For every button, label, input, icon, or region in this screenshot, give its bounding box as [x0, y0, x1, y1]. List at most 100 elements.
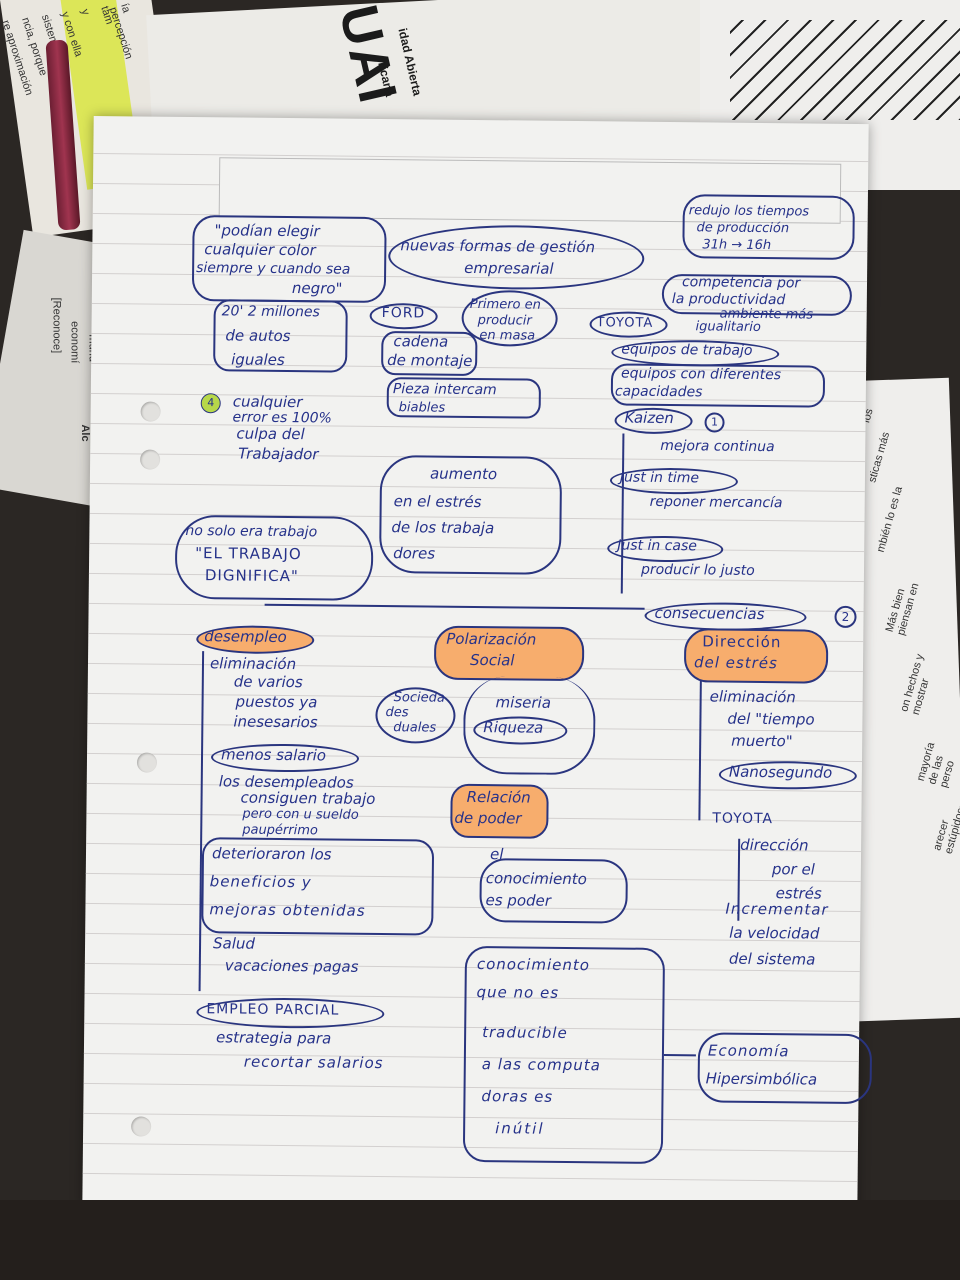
note-text: dores: [393, 544, 436, 563]
note-text: es poder: [485, 891, 552, 910]
note-text: recortar salarios: [243, 1052, 384, 1073]
note-text: capacidades: [614, 383, 703, 401]
note-text: de producción: [696, 220, 790, 237]
note-text: redujo los tiempos: [688, 203, 810, 220]
note-text: Relación: [466, 787, 531, 807]
note-text: por el: [771, 860, 816, 879]
uai-logo: UAI: [327, 0, 409, 110]
spiral-binding: [730, 20, 960, 120]
note-text: de varios: [233, 672, 303, 692]
note-text: el: [489, 845, 504, 864]
note-text: de los trabaja: [391, 518, 495, 538]
note-text: 20' 2 millones: [221, 303, 320, 321]
note-text: Incrementar: [725, 899, 829, 919]
connector: [698, 680, 702, 821]
marker-4: 4: [200, 393, 221, 414]
note-text: inesesarios: [233, 712, 318, 732]
note-text: desempleo: [204, 627, 287, 647]
note-text: cualquier: [232, 392, 303, 412]
note-text: Pieza intercam: [392, 381, 497, 399]
connector: [198, 651, 205, 992]
note-text: vacaciones pagas: [224, 956, 359, 976]
note-text: Just in time: [619, 469, 700, 487]
note-text: traducible: [482, 1023, 568, 1042]
note-text: empresarial: [464, 258, 554, 278]
note-text: siempre y cuando sea: [196, 260, 351, 278]
connector: [264, 603, 645, 610]
binder-hole: [140, 401, 161, 422]
connector: [663, 1053, 696, 1057]
background-text: Más bien piensan en: [883, 581, 922, 637]
notebook-sheet: "podían elegir cualquier color siempre y…: [82, 115, 873, 1215]
background-text: Alc: [78, 424, 91, 442]
note-text: Economía: [707, 1041, 790, 1061]
note-text: la velocidad: [729, 923, 820, 943]
note-text: competencia por: [681, 274, 801, 292]
note-text: "podían elegir: [214, 221, 320, 241]
note-text: no solo era trabajo: [185, 522, 318, 541]
note-text: equipos con diferentes: [620, 365, 782, 384]
note-text: Dirección: [702, 632, 782, 652]
background-text: sticas más: [866, 430, 893, 485]
connector: [620, 433, 625, 594]
note-text: dirección: [740, 835, 809, 855]
note-text: culpa del: [236, 424, 305, 444]
binder-hole: [136, 752, 158, 773]
note-text: deterioraron los: [211, 844, 332, 864]
note-text: DIGNIFICA": [204, 566, 299, 586]
note-text: en masa: [479, 328, 536, 344]
note-text: de autos: [225, 326, 291, 346]
note-text: estrategia para: [215, 1028, 332, 1048]
note-text: de poder: [454, 808, 522, 828]
note-text: igualitario: [695, 319, 761, 335]
note-text: TOYOTA: [712, 810, 774, 828]
note-text: miseria: [495, 693, 552, 712]
note-text: Polarización: [446, 629, 537, 649]
note-text: cualquier color: [204, 240, 316, 260]
note-text: de montaje: [387, 351, 473, 370]
background-text: [Reconoce]: [50, 297, 63, 354]
note-text: Hipersimbólica: [705, 1069, 818, 1089]
ford-label: FORD: [381, 304, 426, 322]
note-text: biables: [398, 400, 446, 416]
note-text: Riqueza: [483, 718, 544, 737]
note-text: iguales: [231, 350, 285, 369]
note-text: cadena: [393, 332, 449, 351]
note-text: Social: [469, 650, 515, 670]
note-text: mejora continua: [660, 437, 775, 456]
note-text: que no es: [476, 983, 560, 1002]
note-text: Primero en: [469, 296, 541, 313]
note-text: muerto": [731, 731, 793, 751]
background-text: on hechos y mostrar: [898, 652, 932, 717]
note-text: Nanosegundo: [728, 762, 833, 782]
note-text: "EL TRABAJO: [195, 544, 302, 564]
marker-1: 1: [704, 412, 725, 433]
note-text: del sistema: [728, 949, 816, 969]
kaizen-label: Kaizen: [624, 408, 674, 428]
consequences-label: consecuencias: [654, 603, 765, 624]
background-text: economí: [68, 321, 81, 364]
marker-2: 2: [834, 605, 857, 628]
note-text: Trabajador: [238, 444, 319, 464]
note-text: Salud: [212, 934, 256, 953]
table-surface: [0, 1200, 960, 1280]
note-text: Just in case: [617, 537, 697, 555]
note-text: del estrés: [693, 653, 778, 673]
note-text: menos salario: [220, 745, 327, 765]
note-text: a las computa: [481, 1055, 601, 1075]
note-text: equipos de trabajo: [621, 341, 753, 359]
note-text: conocimiento: [485, 869, 587, 889]
note-text: nuevas formas de gestión: [400, 236, 596, 257]
toyota-label: TOYOTA: [596, 315, 654, 331]
note-text: puestos ya: [235, 692, 318, 712]
note-text: doras es: [481, 1087, 554, 1106]
note-text: en el estrés: [393, 492, 482, 512]
note-text: eliminación: [209, 654, 297, 674]
note-text: reponer mercancía: [649, 493, 783, 512]
note-text: producir lo justo: [640, 561, 755, 579]
binder-hole: [140, 449, 161, 470]
management-bubble: [387, 224, 645, 291]
note-text: mejoras obtenidas: [209, 900, 366, 920]
background-text: mbién lo es la: [874, 485, 906, 554]
note-text: del "tiempo: [727, 709, 815, 729]
